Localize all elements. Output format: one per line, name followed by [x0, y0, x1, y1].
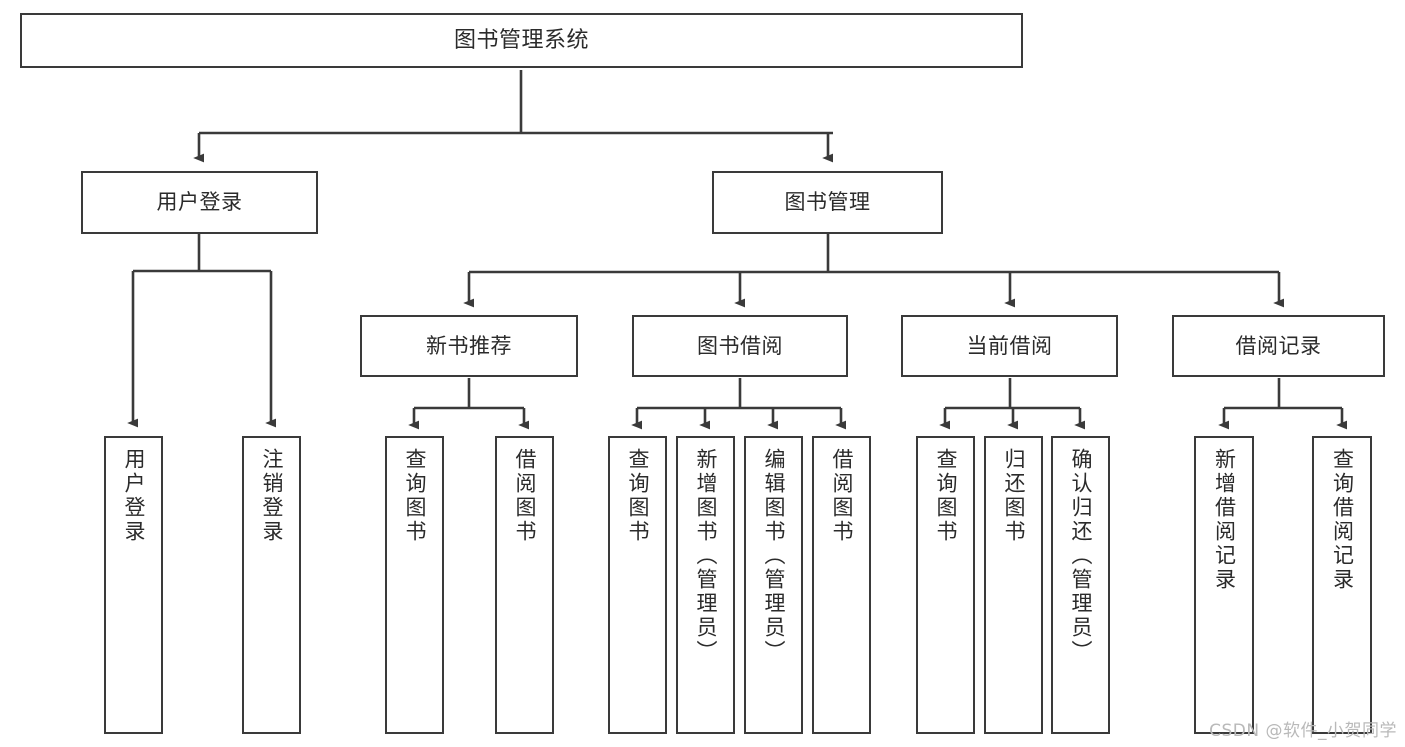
node-label: 查询借阅记录 — [1330, 448, 1355, 592]
leaf-user-logout[interactable]: 注销登录 — [242, 436, 301, 734]
leaf-recommend-query-book[interactable]: 查询图书 — [385, 436, 444, 734]
node-label: 用户登录 — [122, 448, 146, 544]
node-user-login[interactable]: 用户登录 — [81, 171, 318, 234]
node-root-book-management-system[interactable]: 图书管理系统 — [20, 13, 1023, 68]
node-label: 图书管理系统 — [453, 27, 589, 53]
leaf-user-login[interactable]: 用户登录 — [104, 436, 163, 734]
node-label: 当前借阅 — [966, 333, 1053, 358]
node-book-management[interactable]: 图书管理 — [712, 171, 943, 234]
node-label: 新书推荐 — [426, 333, 512, 358]
node-label: 新增图书（管理员） — [694, 448, 718, 664]
node-label: 编辑图书（管理员） — [762, 448, 786, 664]
node-new-book-recommendation[interactable]: 新书推荐 — [360, 315, 578, 377]
node-label: 归还图书 — [1002, 448, 1026, 544]
node-label: 借阅图书 — [513, 448, 537, 544]
leaf-current-return-book[interactable]: 归还图书 — [984, 436, 1043, 734]
watermark-text: CSDN @软件_小贺同学 — [1209, 721, 1397, 741]
node-label: 图书管理 — [784, 190, 871, 215]
leaf-current-confirm-return-admin[interactable]: 确认归还（管理员） — [1051, 436, 1110, 734]
node-label: 查询图书 — [934, 448, 958, 544]
leaf-record-query-borrow-record[interactable]: 查询借阅记录 — [1312, 436, 1372, 734]
node-label: 注销登录 — [260, 448, 284, 544]
node-label: 借阅图书 — [830, 448, 854, 544]
node-label: 查询图书 — [403, 448, 427, 544]
node-current-borrow[interactable]: 当前借阅 — [901, 315, 1118, 377]
node-book-borrow[interactable]: 图书借阅 — [632, 315, 848, 377]
node-label: 图书借阅 — [697, 333, 783, 358]
leaf-record-add-borrow-record[interactable]: 新增借阅记录 — [1194, 436, 1254, 734]
leaf-recommend-borrow-book[interactable]: 借阅图书 — [495, 436, 554, 734]
leaf-borrow-edit-book-admin[interactable]: 编辑图书（管理员） — [744, 436, 803, 734]
node-label: 借阅记录 — [1235, 333, 1322, 358]
leaf-borrow-query-book[interactable]: 查询图书 — [608, 436, 667, 734]
node-label: 查询图书 — [626, 448, 650, 544]
leaf-current-query-book[interactable]: 查询图书 — [916, 436, 975, 734]
node-label: 确认归还（管理员） — [1069, 448, 1093, 664]
node-label: 用户登录 — [156, 190, 243, 215]
node-label: 新增借阅记录 — [1212, 448, 1237, 592]
leaf-borrow-add-book-admin[interactable]: 新增图书（管理员） — [676, 436, 735, 734]
node-borrow-record[interactable]: 借阅记录 — [1172, 315, 1385, 377]
leaf-borrow-borrow-book[interactable]: 借阅图书 — [812, 436, 871, 734]
